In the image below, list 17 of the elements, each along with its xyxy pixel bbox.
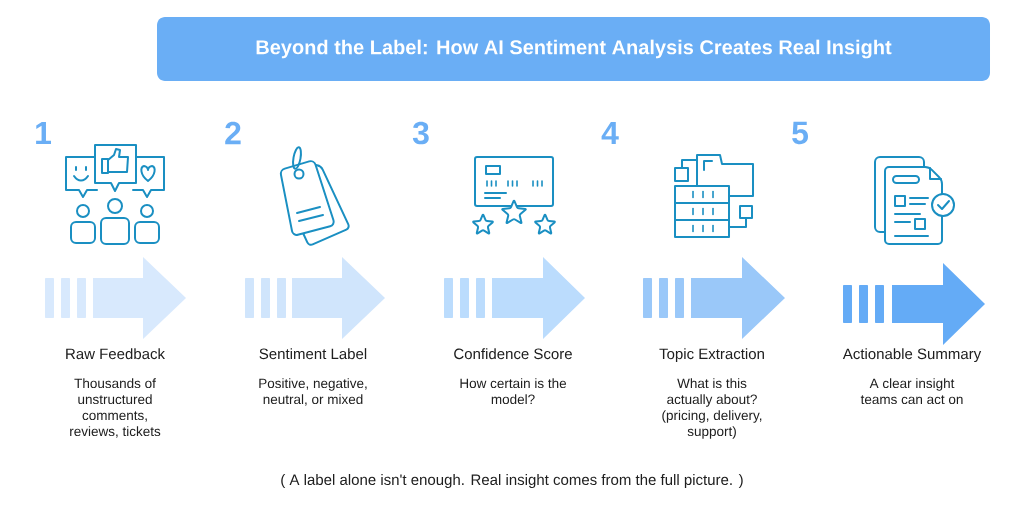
title-banner: Beyond the Label: How AI Sentiment Analysis Creates Real Insight (157, 17, 990, 81)
step-heading: Actionable Summary (842, 348, 982, 363)
step-description: A clear insight teams can act on (860, 378, 963, 405)
step-number: 2 (225, 121, 241, 145)
step-heading: Sentiment Label (259, 348, 367, 360)
step-heading: Raw Feedback (66, 348, 165, 360)
caption-text: ( A label alone isn't enough. Real insight comes from the full picture. ) (281, 474, 743, 488)
step-number: 1 (36, 122, 51, 144)
step-description: What is this actually about? (pricing, delivery, support) (662, 378, 762, 439)
step-number: 5 (792, 121, 808, 145)
step-heading: Topic Extraction (659, 348, 764, 363)
step-description: Positive, negative, neutral, or mixed (259, 378, 367, 406)
step-description: How certain is the model? (460, 378, 567, 405)
step-description: Thousands of unstructured comments, reviews, tickets (70, 378, 161, 438)
step-number: 4 (601, 122, 619, 144)
step-number: 3 (412, 121, 429, 145)
step-heading: Confidence Score (454, 348, 572, 360)
